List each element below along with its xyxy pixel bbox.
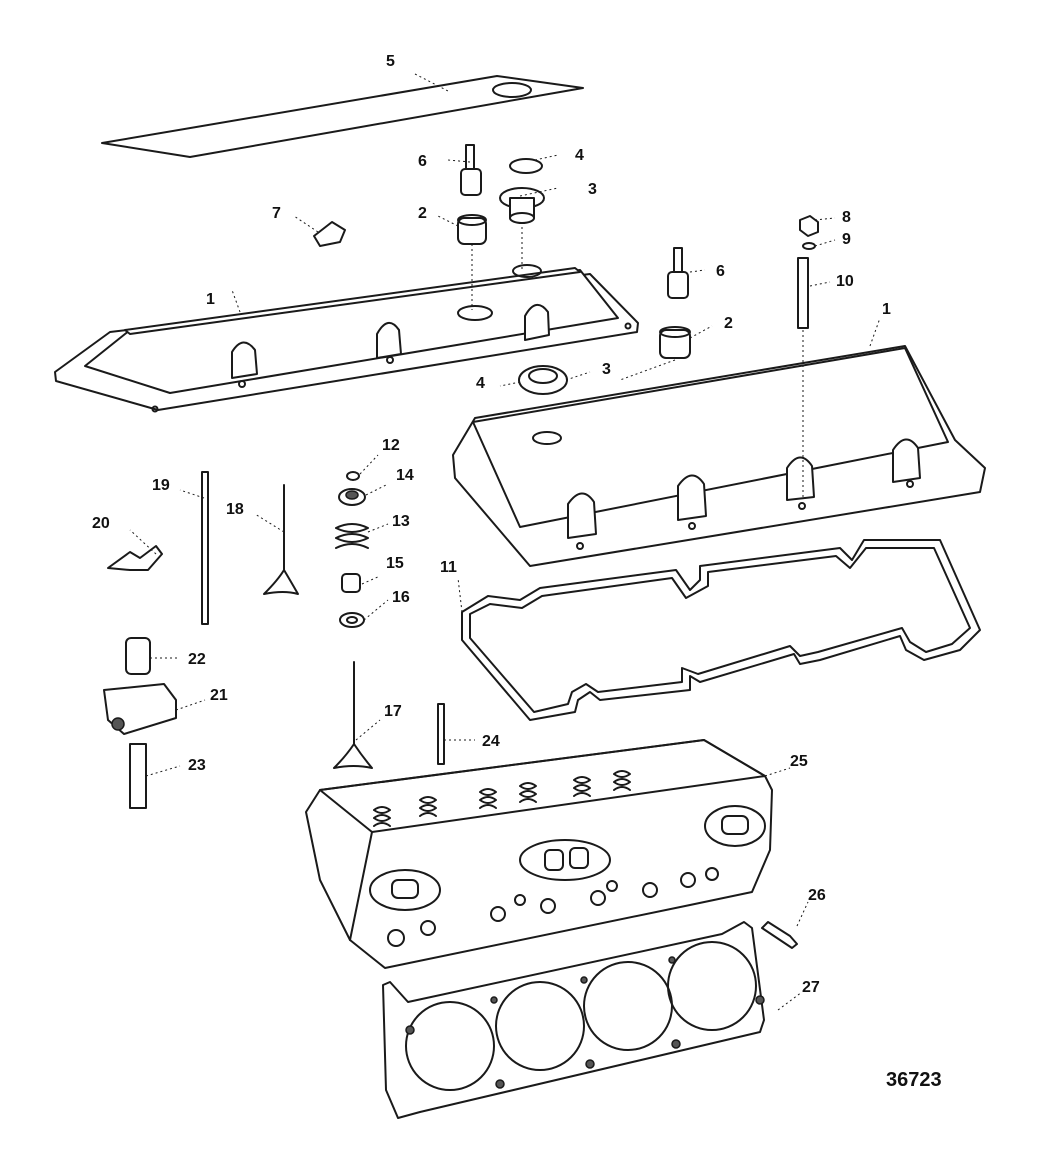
- callout-21: 21: [210, 687, 228, 704]
- part-4-seal-top: [509, 158, 543, 174]
- callout-20: 20: [92, 515, 110, 532]
- callout-6-top: 6: [418, 153, 427, 170]
- callout-19: 19: [152, 477, 170, 494]
- callout-1-left: 1: [206, 291, 215, 308]
- callout-labels: 5 4 6 3 7 2 8 9 6 10 1 1 2 3 4 12 14 19 …: [92, 53, 891, 996]
- part-17-valve: [333, 661, 373, 769]
- part-20-guide-plate: [107, 545, 163, 571]
- figure-number: 36723: [886, 1069, 942, 1091]
- callout-15: 15: [386, 555, 404, 572]
- part-5-baffle-plate: [101, 75, 584, 158]
- part-11-rocker-cover-gasket: [461, 539, 981, 721]
- callout-18: 18: [226, 501, 244, 518]
- part-27-head-gasket: [382, 921, 765, 1119]
- part-1-rocker-cover-left: [54, 264, 639, 413]
- callout-10: 10: [836, 273, 854, 290]
- part-25-cylinder-head: [305, 739, 773, 969]
- part-1-rocker-cover-right: [452, 345, 986, 567]
- callout-26: 26: [808, 887, 826, 904]
- part-24-bolt: [437, 703, 445, 765]
- callout-6-right: 6: [716, 263, 725, 280]
- callout-2-right: 2: [724, 315, 733, 332]
- part-3-oil-cap-top: [499, 187, 545, 224]
- part-21-rocker-arm: [103, 683, 177, 735]
- callout-7: 7: [272, 205, 281, 222]
- callout-2-top: 2: [418, 205, 427, 222]
- callout-23: 23: [188, 757, 206, 774]
- callout-12: 12: [382, 437, 400, 454]
- callout-11: 11: [440, 559, 457, 576]
- part-18-valve: [263, 484, 299, 595]
- part-19-pushrod: [201, 471, 209, 625]
- callout-24: 24: [482, 733, 500, 750]
- part-14-retainer: [338, 488, 366, 506]
- part-22-rocker-ball: [125, 637, 151, 675]
- callout-8: 8: [842, 209, 851, 226]
- callout-4-top: 4: [575, 147, 584, 164]
- part-2-grommet-top: [457, 214, 487, 245]
- part-16-shim: [339, 612, 365, 628]
- part-6-breather-right: [667, 247, 689, 299]
- callout-25: 25: [790, 753, 808, 770]
- part-6-breather-top: [460, 144, 482, 196]
- callout-3-right: 3: [602, 361, 611, 378]
- callout-1-right: 1: [882, 301, 891, 318]
- part-12-keeper: [346, 471, 360, 481]
- part-2-grommet-right: [659, 326, 691, 359]
- part-23-rocker-stud: [129, 743, 147, 809]
- part-26-bolt: [761, 921, 798, 949]
- part-3-oil-cap-right: [518, 365, 568, 395]
- callout-13: 13: [392, 513, 410, 530]
- callout-3-top: 3: [588, 181, 597, 198]
- callout-4-right: 4: [476, 375, 485, 392]
- callout-22: 22: [188, 651, 206, 668]
- part-15-valve-seal: [341, 573, 361, 593]
- part-13-valve-spring: [335, 523, 369, 549]
- callout-9: 9: [842, 231, 851, 248]
- part-10-stud: [797, 257, 809, 500]
- part-9-washer: [802, 242, 816, 250]
- callout-17: 17: [384, 703, 402, 720]
- callout-5: 5: [386, 53, 395, 70]
- callout-27: 27: [802, 979, 820, 996]
- part-8-nut: [799, 215, 819, 237]
- part-7-clip: [313, 221, 346, 247]
- callout-16: 16: [392, 589, 410, 606]
- callout-14: 14: [396, 467, 414, 484]
- valve-springs-group: [373, 770, 631, 827]
- leader-lines: [129, 73, 881, 1011]
